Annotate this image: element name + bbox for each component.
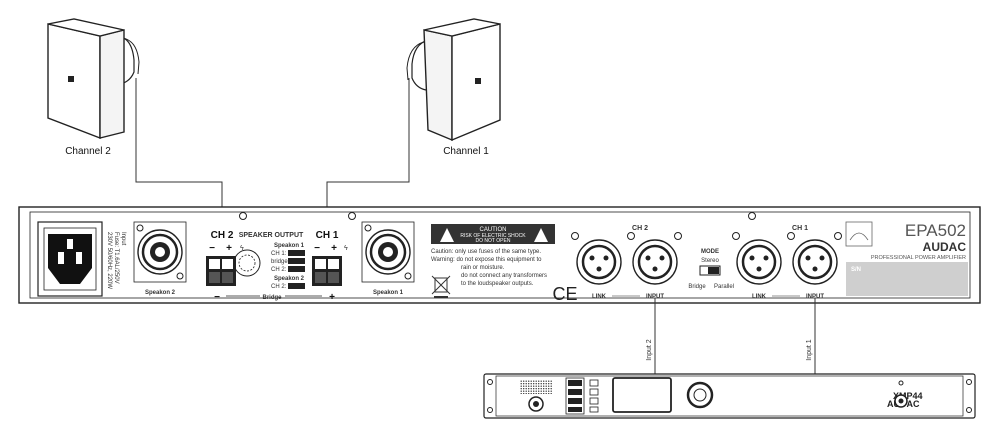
mode-parallel: Parallel <box>714 284 734 290</box>
amplifier-brand: AUDAC <box>923 240 967 254</box>
power-inlet[interactable] <box>37 221 103 297</box>
speaker-output-title: SPEAKER OUTPUT <box>239 232 304 239</box>
caution-text-2: Warning: do not expose this equipment to <box>431 257 542 263</box>
terminal-ch2-label: CH 2 <box>211 230 234 241</box>
speaker-left-label: Channel 2 <box>65 146 111 157</box>
warning-lightning-icon <box>440 228 454 242</box>
speaker-logo-icon <box>475 78 481 84</box>
rack-hole-icon <box>966 379 972 385</box>
terminal-ch1-minus: − <box>314 243 320 254</box>
source-device <box>483 373 976 419</box>
input-ch1-text: INPUT <box>806 294 824 300</box>
power-pin-icon <box>58 252 64 264</box>
speaker-channel-1 <box>406 18 501 142</box>
xlr-link-ch2[interactable] <box>576 239 622 285</box>
screw-icon <box>348 212 356 220</box>
link-ch1-label: LINK <box>752 294 767 300</box>
source-model: XMP44 <box>893 391 923 401</box>
input-cable-1-label: Input 1 <box>806 339 813 361</box>
rack-hole-icon <box>487 407 493 413</box>
speaker-right-label: Channel 1 <box>443 146 489 157</box>
lightning-icon: ϟ <box>344 245 348 252</box>
power-pin-icon <box>67 239 73 249</box>
screw-icon <box>834 232 842 240</box>
rack-hole-icon <box>487 379 493 385</box>
serial-label: S/N <box>851 267 861 273</box>
warning-exclamation-icon <box>534 228 548 242</box>
caution-title: CAUTION <box>480 227 507 233</box>
bridge-plus: + <box>329 292 335 303</box>
weee-bin-icon <box>431 275 451 298</box>
speaker-output-sp1: Speakon 1 <box>274 243 305 249</box>
speaker-channel-2 <box>47 18 140 140</box>
ce-mark: CE <box>552 284 577 304</box>
source-grille <box>520 380 552 394</box>
mode-switch[interactable] <box>699 265 721 276</box>
speakon-left-label: Speakon 2 <box>145 290 176 296</box>
caution-line2: DO NOT OPEN <box>476 238 511 244</box>
screw-icon <box>571 232 579 240</box>
xlr-input-ch1[interactable] <box>792 239 838 285</box>
terminal-ch2-minus: − <box>209 243 215 254</box>
caution-text-4: do not connect any transformers <box>461 273 547 279</box>
caution-text-1: Caution: only use fuses of the same type… <box>431 249 541 255</box>
amplifier-subtitle: PROFESSIONAL POWER AMPLIFIER <box>871 255 966 261</box>
terminal-block-ch2[interactable] <box>206 256 236 286</box>
power-spec-3: Input <box>120 232 126 246</box>
input-ch2-text: INPUT <box>646 294 664 300</box>
mode-stereo: Stereo <box>701 258 719 264</box>
source-display <box>612 377 672 413</box>
source-module-slots[interactable] <box>565 377 599 415</box>
speaker-output-ch1: CH 1: <box>271 251 287 257</box>
speaker-output-diagram-icon <box>233 249 261 277</box>
source-led-icon <box>898 380 904 386</box>
screw-icon <box>239 212 247 220</box>
energy-logo-icon <box>845 221 873 247</box>
terminal-block-ch1[interactable] <box>312 256 342 286</box>
caution-line1: RISK OF ELECTRIC SHOCK <box>460 233 526 239</box>
mode-bridge: Bridge <box>688 284 706 290</box>
speaker-output-ch2b: CH 2: <box>271 284 287 290</box>
speaker-output-bridge: bridge: <box>271 259 290 265</box>
serial-number-plate: S/N <box>846 262 968 296</box>
screw-icon <box>404 272 412 280</box>
screw-icon <box>787 232 795 240</box>
screw-icon <box>136 224 144 232</box>
speaker-output-sp2: Speakon 2 <box>274 276 305 282</box>
speakon-connector-2[interactable] <box>133 221 187 283</box>
speaker-logo-icon <box>68 76 74 82</box>
bridge-label: Bridge <box>262 295 282 301</box>
terminal-ch1-plus: + <box>331 243 337 254</box>
input-ch1-label: CH 1 <box>792 225 808 232</box>
screw-icon <box>176 272 184 280</box>
rack-hole-icon <box>966 407 972 413</box>
screw-icon <box>364 224 372 232</box>
screw-icon <box>674 232 682 240</box>
speaker-output-ch2: CH 2: <box>271 267 287 273</box>
terminal-ch2-plus: + <box>226 243 232 254</box>
caution-text-3: rain or moisture. <box>461 265 505 271</box>
terminal-ch1-label: CH 1 <box>316 230 339 241</box>
power-spec-block: 230V 50/60Hz, 220W Fuse: T1.6AL/250V Inp… <box>106 232 126 289</box>
link-ch2-label: LINK <box>592 294 607 300</box>
speakon-connector-1[interactable] <box>361 221 415 283</box>
speakon-right-label: Speakon 1 <box>373 290 404 296</box>
screw-icon <box>732 232 740 240</box>
caution-label: CAUTION RISK OF ELECTRIC SHOCK DO NOT OP… <box>431 224 555 244</box>
xlr-link-ch1[interactable] <box>736 239 782 285</box>
power-spec-2: Fuse: T1.6AL/250V <box>113 232 119 284</box>
mode-title: MODE <box>701 249 719 255</box>
input-ch2-label: CH 2 <box>632 225 648 232</box>
screw-icon <box>748 212 756 220</box>
bridge-minus: − <box>214 292 220 303</box>
caution-text-5: to the loudspeaker outputs. <box>461 281 534 287</box>
amplifier-model: EPA502 <box>905 221 966 240</box>
lightning-icon: ϟ <box>240 245 244 252</box>
screw-icon <box>627 232 635 240</box>
xlr-input-ch2[interactable] <box>632 239 678 285</box>
power-pin-icon <box>76 252 82 264</box>
power-spec-1: 230V 50/60Hz, 220W <box>106 232 112 289</box>
input-cable-2-label: Input 2 <box>646 339 653 361</box>
